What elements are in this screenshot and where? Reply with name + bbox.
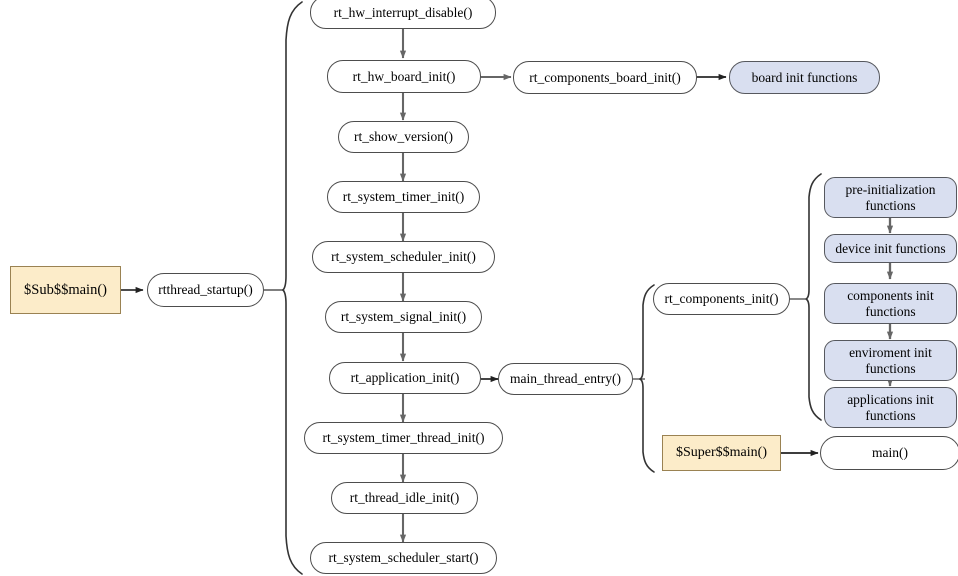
brace-main-thread-entry (639, 284, 655, 473)
node-rt-components-init[interactable]: rt_components_init() (653, 283, 790, 315)
node-rtthread-startup[interactable]: rtthread_startup() (147, 273, 264, 307)
node-rt-system-scheduler-init[interactable]: rt_system_scheduler_init() (312, 241, 495, 273)
node-device-init-functions[interactable]: device init functions (824, 234, 957, 263)
node-main[interactable]: main() (820, 436, 958, 470)
node-rt-components-board-init[interactable]: rt_components_board_init() (513, 61, 697, 94)
node-rt-hw-interrupt-disable[interactable]: rt_hw_interrupt_disable() (310, 0, 496, 29)
node-rt-thread-idle-init[interactable]: rt_thread_idle_init() (331, 482, 478, 514)
node-rt-show-version[interactable]: rt_show_version() (338, 121, 469, 153)
node-super-main[interactable]: $Super$$main() (662, 435, 781, 471)
node-main-thread-entry[interactable]: main_thread_entry() (498, 363, 633, 395)
node-rt-hw-board-init[interactable]: rt_hw_board_init() (327, 60, 481, 93)
node-applications-init-functions[interactable]: applications init functions (824, 387, 957, 428)
node-rt-application-init[interactable]: rt_application_init() (329, 362, 481, 394)
node-rt-system-scheduler-start[interactable]: rt_system_scheduler_start() (310, 542, 497, 574)
node-pre-initialization-functions[interactable]: pre-initialization functions (824, 177, 957, 218)
node-rt-system-timer-thread-init[interactable]: rt_system_timer_thread_init() (304, 422, 503, 454)
node-board-init-functions[interactable]: board init functions (729, 61, 880, 94)
brace-init-functions (805, 173, 822, 421)
node-rt-system-timer-init[interactable]: rt_system_timer_init() (327, 181, 480, 213)
node-sub-main[interactable]: $Sub$$main() (10, 266, 121, 314)
node-rt-system-signal-init[interactable]: rt_system_signal_init() (325, 301, 482, 333)
node-components-init-functions[interactable]: components init functions (824, 283, 957, 324)
node-enviroment-init-functions[interactable]: enviroment init functions (824, 340, 957, 381)
brace-startup-steps (282, 1, 303, 575)
